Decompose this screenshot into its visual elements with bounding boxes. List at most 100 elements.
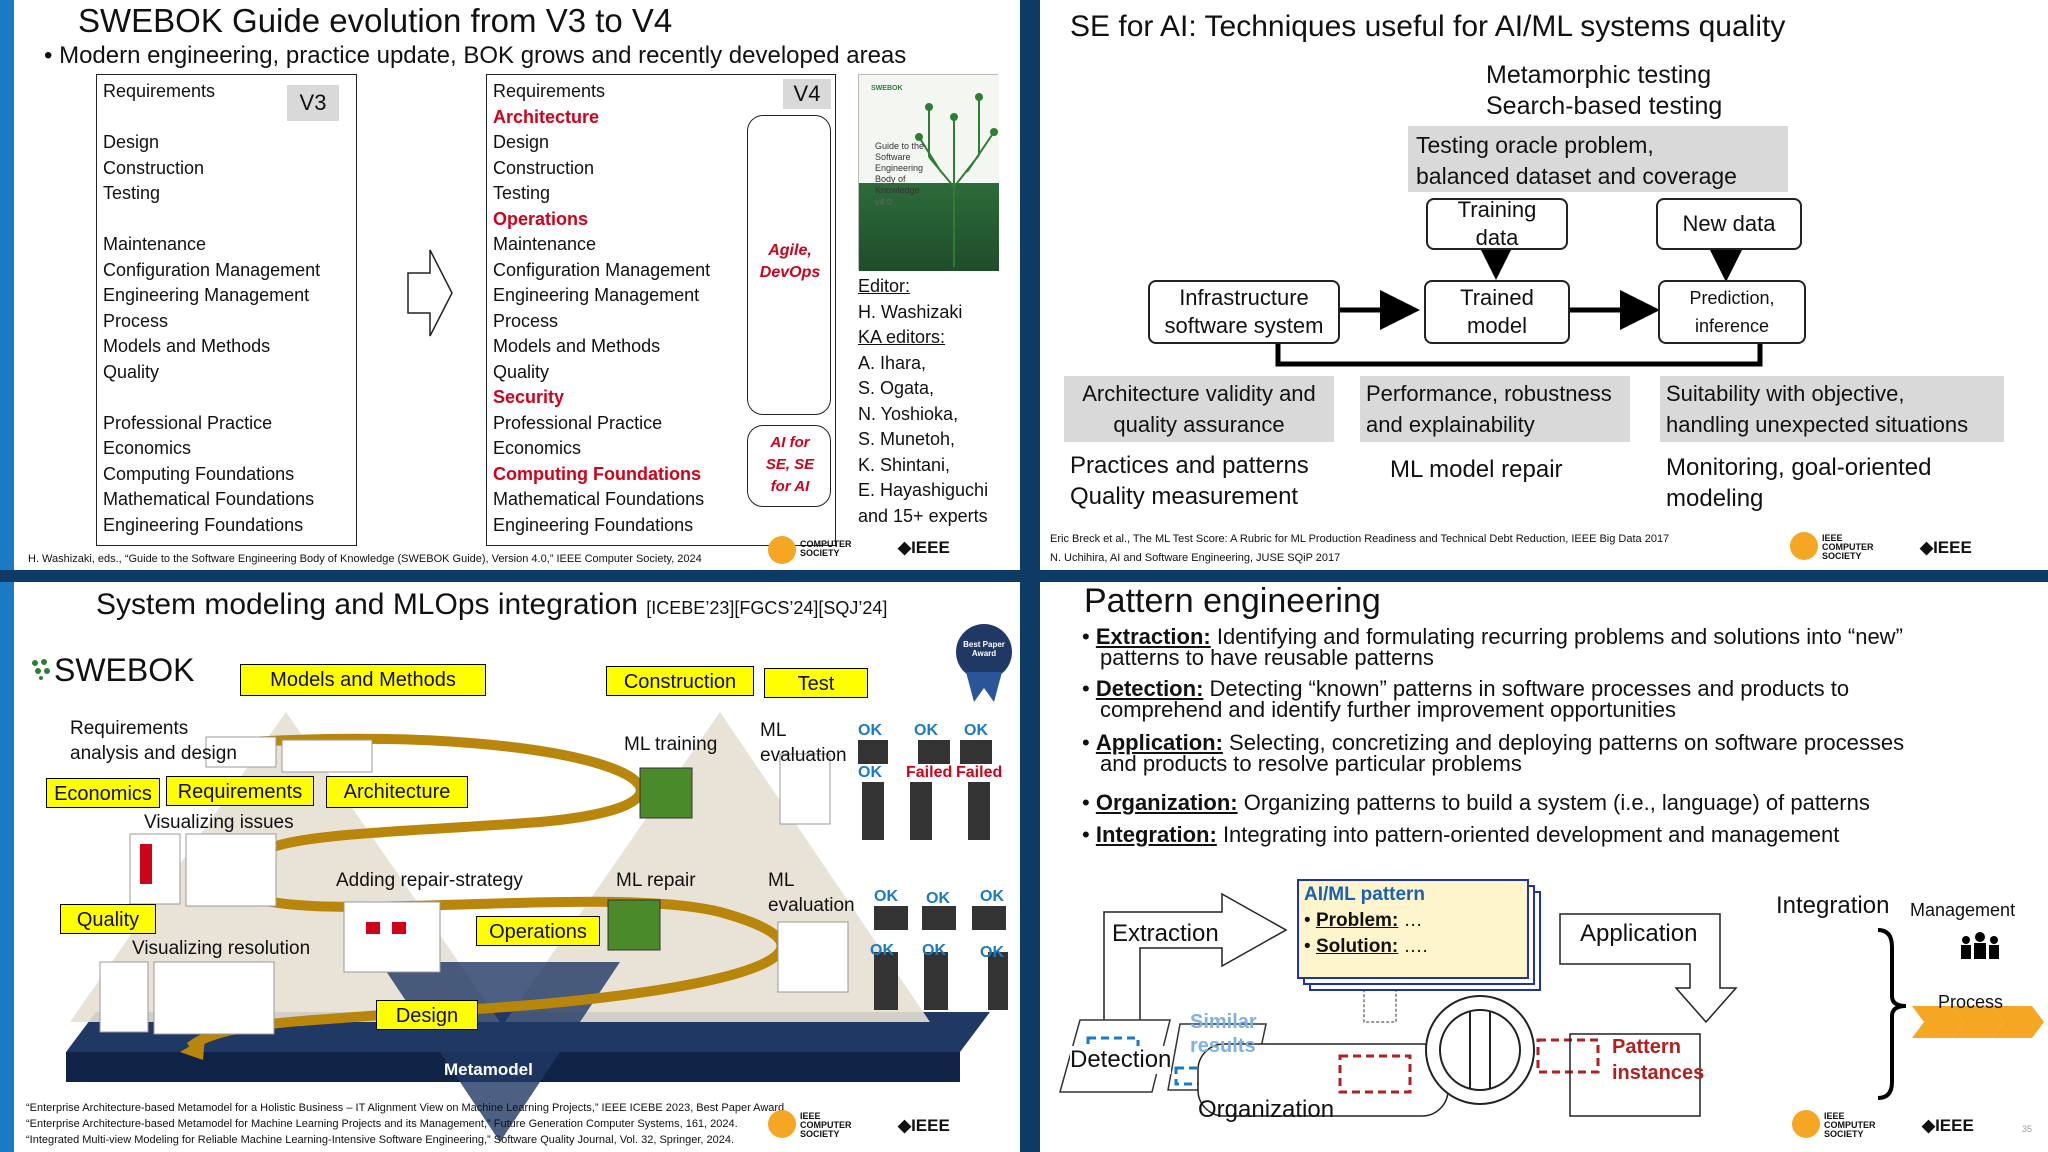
- v3-ka-item: Mathematical Foundations: [103, 489, 315, 509]
- v4-ka-item: Engineering Foundations: [493, 514, 694, 535]
- bullet-term: Extraction:: [1095, 624, 1211, 649]
- ok-label: OK: [922, 942, 946, 959]
- architecture-label: Architecture: [326, 776, 468, 808]
- visualizing-resolution-label: Visualizing resolution: [132, 938, 311, 959]
- v3-ka-item: Construction: [103, 157, 205, 178]
- bullet-text-cont: patterns to have reusable patterns: [1100, 645, 1434, 670]
- v3-ka-item: Requirements: [103, 81, 216, 101]
- v3-ka-item: Design: [103, 132, 160, 152]
- operations-label: Operations: [476, 916, 600, 946]
- pattern-bullet: • Extraction: Identifying and formulatin…: [1082, 624, 1903, 670]
- ok-label: OK: [870, 942, 894, 959]
- detection-label: Detection: [1070, 1046, 1172, 1074]
- book-title-line: Knowledge: [875, 185, 920, 195]
- test-label: Test: [764, 668, 868, 698]
- ok-label: OK: [980, 888, 1004, 905]
- v4-ka-item: Quality: [493, 361, 550, 382]
- computer-society-logo: IEEE COMPUTER SOCIETY: [800, 1111, 852, 1139]
- slide-title: System modeling and MLOps integration [I…: [96, 588, 888, 621]
- reference-1: Eric Breck et al., The ML Test Score: A …: [1050, 533, 1670, 545]
- failed-label: Failed: [906, 764, 953, 781]
- failed-label: Failed: [956, 764, 1003, 781]
- v3-ka-item: [103, 385, 320, 411]
- computer-society-icon: [1792, 1110, 1820, 1138]
- bullet-text: Identifying and formulating recurring pr…: [1210, 624, 1903, 649]
- ka-editor: K. Shintani,: [858, 454, 951, 475]
- ok-label: OK: [858, 764, 882, 781]
- v3-ka-item: [103, 105, 320, 131]
- organization-label: Organization: [1198, 1096, 1335, 1123]
- computer-society-logo: IEEE COMPUTER SOCIETY: [1824, 1111, 1876, 1139]
- requirements-label: Requirements: [166, 776, 314, 806]
- computer-society-logo: COMPUTER SOCIETY: [800, 539, 852, 558]
- book-title-line: Body of: [875, 174, 906, 184]
- metamodel-label: Metamodel: [444, 1060, 533, 1079]
- book-title-line: Software: [875, 152, 911, 162]
- ok-label: OK: [964, 722, 988, 739]
- v3-label: V3: [287, 85, 339, 121]
- management-label: Management: [1910, 900, 2016, 920]
- bullet-term: Organization:: [1095, 790, 1238, 815]
- ieee-logo: ◆IEEE: [898, 1116, 950, 1135]
- slide-se-for-ai: SE for AI: Techniques useful for AI/ML s…: [1040, 0, 2048, 570]
- v4-ka-item: Operations: [493, 208, 589, 229]
- page-number: 35: [2022, 1124, 2033, 1134]
- bullet-text: Detecting “known” patterns in software p…: [1203, 676, 1850, 701]
- ka-editor: E. Hayashiguchi: [858, 480, 989, 500]
- quality-label: Quality: [60, 904, 156, 934]
- ka-editor: and 15+ experts: [858, 505, 988, 526]
- new-data-box: New data: [1656, 198, 1802, 250]
- ok-label: OK: [858, 722, 882, 739]
- v3-ka-item: Engineering Management: [103, 285, 310, 305]
- ai-ml-pattern-card: AI/ML pattern • Problem: … • Solution: ……: [1304, 884, 1428, 957]
- ml-training-label: ML training: [624, 734, 718, 755]
- oracle-problem-box: Testing oracle problem,balanced dataset …: [1408, 126, 1788, 192]
- v4-ka-item: Architecture: [493, 106, 600, 127]
- v3-ka-item: [103, 207, 320, 233]
- bullet-text-cont: and products to resolve particular probl…: [1100, 751, 1522, 776]
- reference-2: N. Uchihira, AI and Software Engineering…: [1050, 552, 1341, 564]
- slide-mlops-integration: System modeling and MLOps integration [I…: [0, 582, 1020, 1152]
- computer-society-icon: [1790, 532, 1818, 560]
- v3-ka-item: Testing: [103, 183, 161, 203]
- swebok-logo: SWEBOK: [54, 652, 195, 688]
- ieee-logo: ◆IEEE: [1922, 1116, 1974, 1135]
- ka-editor: S. Munetoh,: [858, 429, 956, 449]
- v4-label: V4: [783, 79, 831, 109]
- v3-ka-item: Maintenance: [103, 234, 207, 254]
- book-title-line: Guide to the: [875, 141, 925, 151]
- extraction-label: Extraction: [1112, 920, 1219, 947]
- application-label: Application: [1580, 920, 1698, 947]
- construction-label: Construction: [606, 666, 754, 696]
- model-repair-text: ML model repair: [1390, 456, 1563, 483]
- bullet-text: Integrating into pattern-oriented develo…: [1216, 822, 1840, 847]
- slide-pattern-engineering: Pattern engineering • Extraction: Identi…: [1040, 582, 2048, 1152]
- bullet-text-cont: comprehend and identify further improvem…: [1100, 697, 1676, 722]
- v3-ka-item: Professional Practice: [103, 412, 273, 433]
- v4-ka-item: Engineering Management: [493, 285, 700, 305]
- book-title-line: Engineering: [875, 163, 924, 173]
- book-version: v4.0: [875, 197, 893, 207]
- v4-ka-item: Economics: [493, 438, 582, 458]
- computer-society-icon: [768, 1110, 796, 1138]
- v3-ka-item: Quality: [103, 361, 160, 382]
- evolution-arrow-icon: [407, 249, 453, 337]
- pattern-title: AI/ML pattern: [1304, 884, 1426, 905]
- flow-arrows: [1275, 240, 1763, 367]
